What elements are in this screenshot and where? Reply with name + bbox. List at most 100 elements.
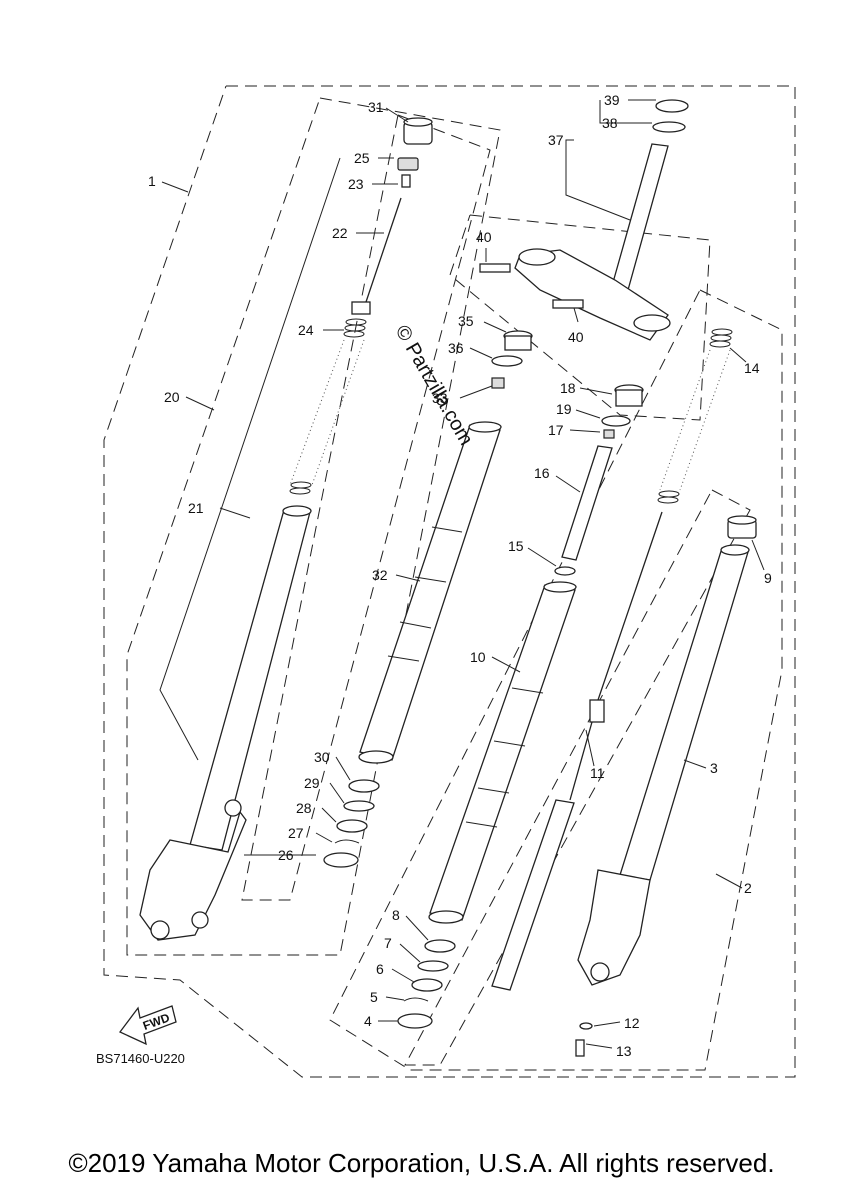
leader-35 (483, 321, 507, 333)
outline-left-fork (126, 97, 501, 956)
callout-26: 26 (278, 847, 294, 863)
leader-2 (715, 873, 743, 889)
callout-30: 30 (314, 749, 330, 765)
callout-10: 10 (470, 649, 486, 665)
leader-3 (683, 759, 707, 769)
part-37-stem (611, 143, 669, 291)
leader-1 (161, 181, 189, 193)
callout-40-lower: 40 (568, 329, 584, 345)
part-32-band-4 (387, 655, 420, 662)
part-32-inner-tube (359, 424, 501, 761)
callout-27: 27 (288, 825, 304, 841)
part-10-band-3 (477, 787, 510, 794)
callout-2: 2 (744, 880, 752, 896)
leader-13 (585, 1043, 613, 1049)
part-28-seal (336, 819, 368, 833)
callout-15: 15 (508, 538, 524, 554)
callout-labels: 1 2 3 4 5 6 7 8 9 10 11 12 13 14 15 16 1… (148, 92, 772, 1059)
leader-17 (569, 429, 601, 433)
part-14-spring-top (709, 328, 733, 348)
figure-code: BS71460-U220 (96, 1051, 185, 1066)
callout-13: 13 (616, 1043, 632, 1059)
callout-3: 3 (710, 760, 718, 776)
left-inner-tube-assembly (323, 421, 502, 868)
part-11-lower-rod (569, 721, 593, 801)
bracket-clamp-left (518, 248, 556, 266)
leader-19 (575, 409, 601, 419)
part-22-rod-end (351, 301, 371, 315)
fwd-arrow: FWD (118, 1005, 177, 1046)
axle-hole-left (150, 920, 170, 940)
leader-20 (185, 396, 215, 411)
part-22-rod (365, 197, 402, 303)
steering-assembly (479, 99, 689, 439)
leader-37 (565, 139, 631, 221)
watermark: © Partzilla.com (391, 322, 477, 450)
leader-18 (579, 387, 613, 395)
part-10-inner-tube (429, 584, 576, 921)
part-32-top (468, 421, 502, 433)
callout-28: 28 (296, 800, 312, 816)
left-fork-assembly (139, 117, 433, 941)
leader-31 (385, 107, 409, 123)
damper-cartridge (491, 799, 575, 991)
leader-lines (159, 99, 765, 1049)
callout-20: 20 (164, 389, 180, 405)
leader-16 (555, 475, 581, 493)
leader-27 (315, 832, 333, 843)
part-10-band-1 (511, 687, 544, 694)
callout-37: 37 (548, 132, 564, 148)
part-5-clip (403, 997, 429, 1002)
callout-8: 8 (392, 907, 400, 923)
part-15-washer (554, 566, 576, 576)
callout-4: 4 (364, 1013, 372, 1029)
leader-33 (459, 385, 493, 399)
callout-33: 33 (432, 390, 448, 406)
part-10-band-4 (465, 821, 498, 828)
part-32-band-3 (399, 621, 432, 629)
callout-40-upper: 40 (476, 229, 492, 245)
outline-right-fork (329, 289, 783, 1071)
part-21-outer-tube-top (282, 505, 312, 517)
outline-inner-tube-left (241, 114, 491, 901)
part-31-cap-top (403, 117, 433, 127)
outline-assembly-1 (103, 85, 796, 1078)
leader-9 (751, 539, 765, 571)
part-32-band-1 (431, 526, 463, 533)
part-8-bushing (424, 939, 456, 953)
leader-10 (491, 656, 521, 673)
leader-32 (395, 574, 421, 582)
fwd-arrow-icon (118, 1005, 177, 1046)
part-25-nut (397, 157, 419, 171)
leader-20-long (159, 157, 341, 761)
part-24-spring-body-right (311, 339, 365, 486)
part-4-dust-seal (397, 1013, 433, 1029)
leader-29 (329, 782, 345, 804)
part-32-bottom (358, 750, 394, 764)
callout-29: 29 (304, 775, 320, 791)
part-24-spring-bottom (289, 481, 312, 495)
leader-28 (321, 807, 337, 823)
callout-32: 32 (372, 567, 388, 583)
leader-15 (527, 547, 557, 567)
part-16-collar (561, 445, 613, 561)
callout-25: 25 (354, 150, 370, 166)
assembly-outlines (103, 85, 796, 1078)
callout-31: 31 (368, 99, 384, 115)
part-10-bottom (428, 910, 464, 924)
callout-1: 1 (148, 173, 156, 189)
part-40-bolt-lower (552, 299, 584, 309)
part-29-washer (343, 800, 375, 812)
callout-19: 19 (556, 401, 572, 417)
leader-30 (335, 756, 351, 781)
callout-35: 35 (458, 313, 474, 329)
part-30-bushing (348, 779, 380, 793)
fork-bottom-right (577, 869, 651, 986)
caliper-mount-lower (191, 911, 209, 929)
part-11-valve (589, 699, 605, 723)
callout-39: 39 (604, 92, 620, 108)
leader-36 (469, 347, 493, 359)
part-24-spring-body-left (289, 339, 345, 486)
leader-38-39 (599, 100, 652, 124)
